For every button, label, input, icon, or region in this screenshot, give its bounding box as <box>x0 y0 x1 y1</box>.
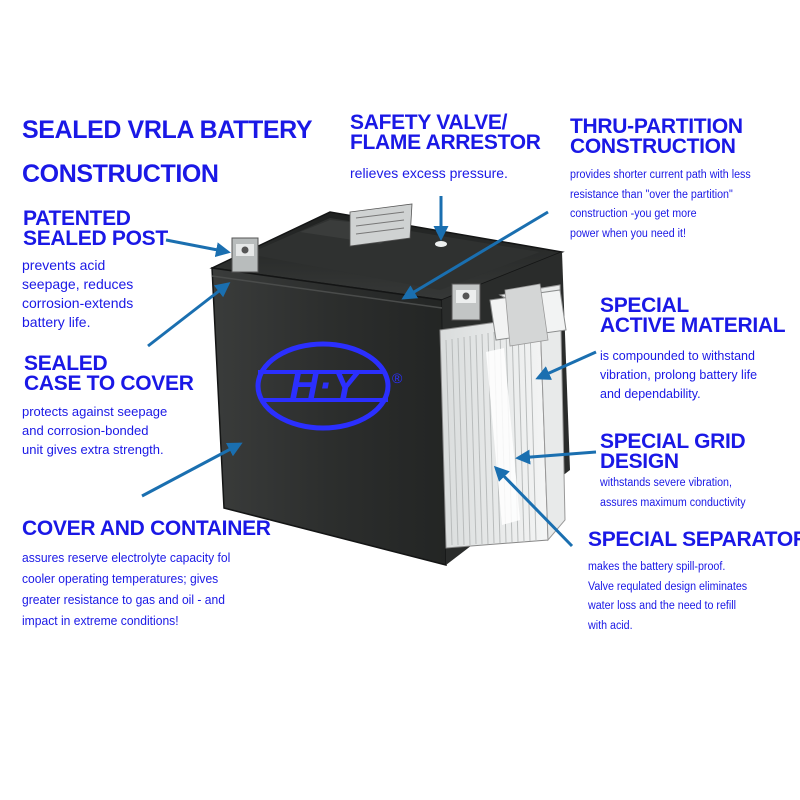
active-material-heading: SPECIAL ACTIVE MATERIAL <box>600 294 786 337</box>
active-material-line: vibration, prolong battery life <box>600 368 758 382</box>
registered-mark: ® <box>392 370 403 386</box>
grid-design-line: assures maximum conductivity <box>600 496 746 509</box>
separator-line: makes the battery spill-proof. <box>588 561 726 573</box>
grid-design-heading: SPECIAL GRID DESIGN <box>600 430 746 473</box>
thru-partition-line: resistance than "over the partition" <box>570 188 733 201</box>
arrow-active-material <box>535 350 597 380</box>
sealed-post-line: battery life. <box>22 314 91 330</box>
thru-partition-heading-line2: CONSTRUCTION <box>570 135 736 158</box>
arrow-cover-container <box>141 442 243 498</box>
cover-container-line: cooler operating temperatures; gives <box>22 571 219 586</box>
sealed-post-heading-line2: SEALED POST <box>23 227 168 250</box>
sealed-post-line: prevents acid <box>22 257 106 273</box>
sealed-case-text: protects against seepage and corrosion-b… <box>22 402 167 459</box>
grid-design-heading-line1: SPECIAL GRID <box>600 430 746 453</box>
cover-container-heading: COVER AND CONTAINER <box>22 517 271 540</box>
hy-logo <box>255 341 391 431</box>
separator-heading-line1: SPECIAL SEPARATOR <box>588 528 800 551</box>
active-material-line: and dependability. <box>600 387 701 401</box>
grid-design-line: withstands severe vibration, <box>600 477 732 489</box>
grid-design-heading-line2: DESIGN <box>600 450 679 473</box>
negative-terminal <box>231 237 259 273</box>
cutaway-cells <box>439 283 567 549</box>
diagram-title: SEALED VRLA BATTERY CONSTRUCTION <box>22 112 312 192</box>
logo-text: H·Y <box>289 364 359 408</box>
separator-line: water loss and the need to refill <box>588 600 737 612</box>
safety-valve-heading: SAFETY VALVE/ FLAME ARRESTOR <box>350 111 541 154</box>
sealed-post-line: seepage, reduces <box>22 276 134 292</box>
thru-partition-line: power when you need it! <box>570 227 686 240</box>
separator-text: makes the battery spill-proof. Valve req… <box>588 558 747 636</box>
sealed-case-heading-line1: SEALED <box>24 352 108 375</box>
title-line-1: SEALED VRLA BATTERY <box>22 116 313 144</box>
thru-partition-line: construction -you get more <box>570 208 697 220</box>
sealed-case-heading-line2: CASE TO COVER <box>24 372 194 395</box>
thru-partition-text: provides shorter current path with less … <box>570 166 751 244</box>
sealed-post-text: prevents acid seepage, reduces corrosion… <box>22 256 133 332</box>
sealed-case-heading: SEALED CASE TO COVER <box>24 352 194 395</box>
arrow-sealed-case <box>147 282 231 348</box>
arrow-separator <box>493 465 574 548</box>
sealed-post-heading: PATENTED SEALED POST <box>23 207 168 250</box>
separator-line: Valve requlated design eliminates <box>588 580 748 593</box>
thru-partition-heading: THRU-PARTITION CONSTRUCTION <box>570 115 743 158</box>
cover-container-line: greater resistance to gas and oil - and <box>22 592 225 607</box>
battery-cover <box>209 203 565 301</box>
separator-heading: SPECIAL SEPARATOR <box>588 528 800 551</box>
arrow-thru-partition <box>401 210 549 300</box>
cover-container-text: assures reserve electrolyte capacity fol… <box>22 547 230 631</box>
sealed-post-line: corrosion-extends <box>22 295 134 311</box>
safety-valve-heading-line1: SAFETY VALVE/ <box>350 111 508 134</box>
safety-valve-line: relieves excess pressure. <box>350 165 508 181</box>
active-material-heading-line1: SPECIAL <box>600 294 689 317</box>
positive-terminal <box>451 283 481 321</box>
callout-arrows <box>141 196 597 548</box>
safety-valve-heading-line2: FLAME ARRESTOR <box>350 131 541 154</box>
grid-design-text: withstands severe vibration, assures max… <box>600 474 746 513</box>
cover-container-line: impact in extreme conditions! <box>22 613 179 628</box>
thru-partition-line: provides shorter current path with less <box>570 169 751 181</box>
cover-container-line: assures reserve electrolyte capacity fol <box>22 550 231 565</box>
cover-container-heading-line1: COVER AND CONTAINER <box>22 517 271 540</box>
title-line-2: CONSTRUCTION <box>22 160 219 188</box>
thru-partition-heading-line1: THRU-PARTITION <box>570 115 743 138</box>
arrow-sealed-post <box>165 238 231 258</box>
sealed-post-heading-line1: PATENTED <box>23 207 131 230</box>
sealed-case-line: unit gives extra strength. <box>22 442 164 457</box>
safety-valve-text: relieves excess pressure. <box>350 164 508 183</box>
active-material-line: is compounded to withstand <box>600 349 755 363</box>
sealed-case-line: and corrosion-bonded <box>22 423 149 438</box>
active-material-heading-line2: ACTIVE MATERIAL <box>600 314 786 337</box>
arrow-grid-design <box>515 449 597 465</box>
sealed-case-line: protects against seepage <box>22 404 168 419</box>
active-material-text: is compounded to withstand vibration, pr… <box>600 347 757 404</box>
separator-line: with acid. <box>588 619 633 632</box>
